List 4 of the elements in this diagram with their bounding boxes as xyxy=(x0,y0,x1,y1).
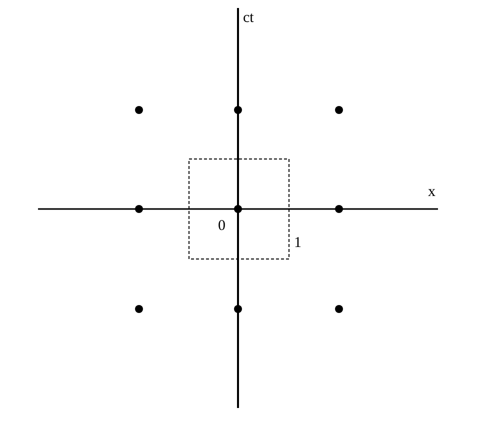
axis-label: x xyxy=(428,184,436,200)
axis-label: ct xyxy=(243,10,254,26)
axis-label: 0 xyxy=(218,218,226,234)
axis-label: 1 xyxy=(294,235,302,251)
